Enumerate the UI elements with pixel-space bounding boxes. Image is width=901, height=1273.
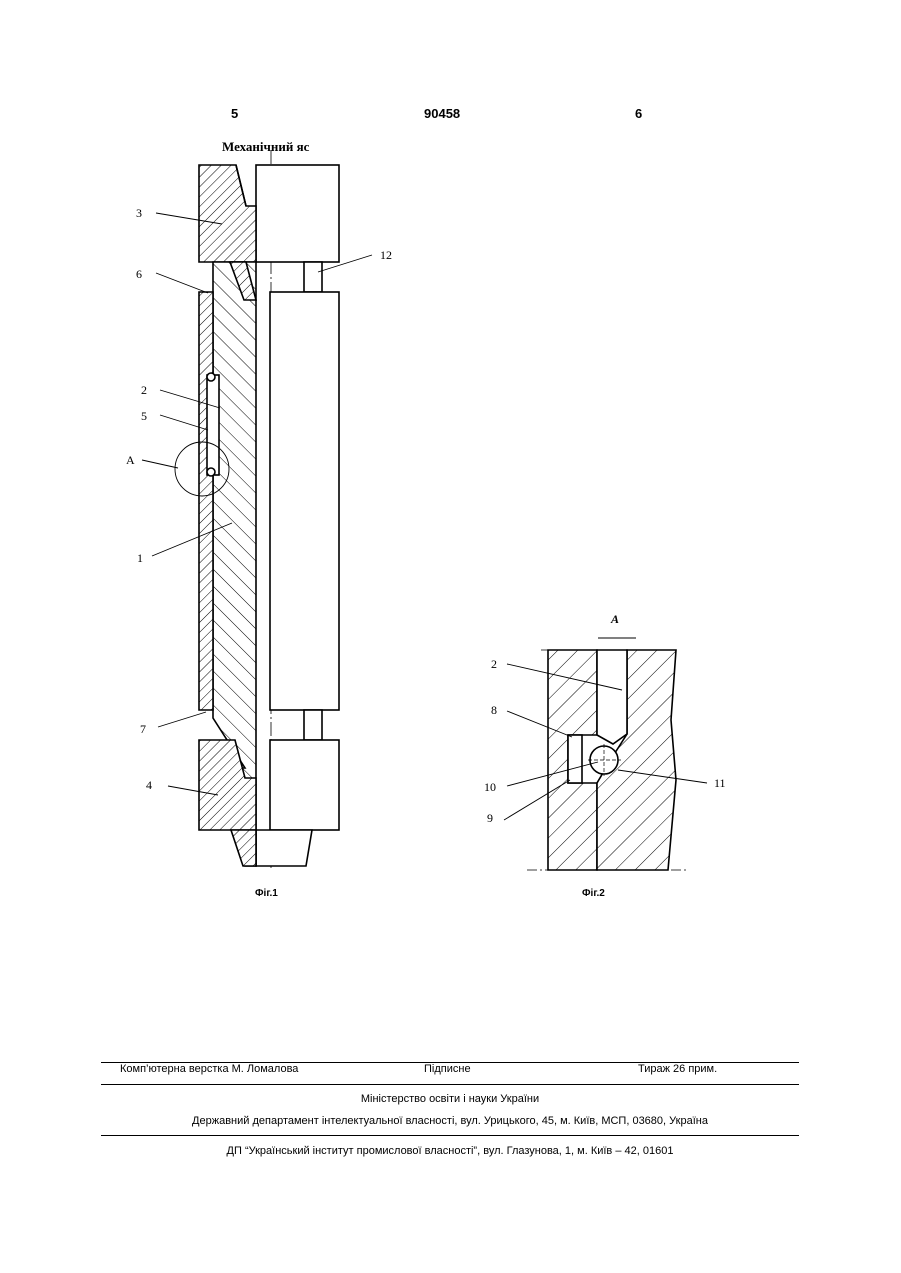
fig2-label-9: 9 (487, 811, 493, 826)
footer-rule-bottom (101, 1135, 799, 1136)
footer-print-run: Тираж 26 прим. (638, 1063, 717, 1075)
footer-department: Державний департамент інтелектуальної вл… (101, 1115, 799, 1127)
fig2-label-10: 10 (484, 780, 496, 795)
fig1-label-3: 3 (136, 206, 142, 221)
fig1-label-2: 2 (141, 383, 147, 398)
footer-rule-mid (101, 1084, 799, 1085)
fig1-label-1: 1 (137, 551, 143, 566)
fig1-label-4: 4 (146, 778, 152, 793)
footer-institute: ДП “Український інститут промислової вла… (101, 1145, 799, 1157)
fig1-label-A: A (126, 453, 135, 468)
footer-signed: Підписне (424, 1063, 471, 1075)
figure2-caption: Фіг.2 (582, 888, 605, 899)
footer-ministry: Міністерство освіти і науки України (101, 1093, 799, 1105)
fig1-label-5: 5 (141, 409, 147, 424)
fig2-label-11: 11 (714, 776, 726, 791)
figure2-title: A (611, 612, 619, 627)
fig1-label-6: 6 (136, 267, 142, 282)
footer-layout-by: Комп’ютерна верстка М. Ломалова (120, 1063, 298, 1075)
fig2-label-8: 8 (491, 703, 497, 718)
figure1-drawing (142, 150, 372, 868)
fig1-label-12: 12 (380, 248, 392, 263)
figure2-drawing (504, 638, 707, 870)
fig1-label-7: 7 (140, 722, 146, 737)
fig2-label-2: 2 (491, 657, 497, 672)
figure1-caption: Фіг.1 (255, 888, 278, 899)
